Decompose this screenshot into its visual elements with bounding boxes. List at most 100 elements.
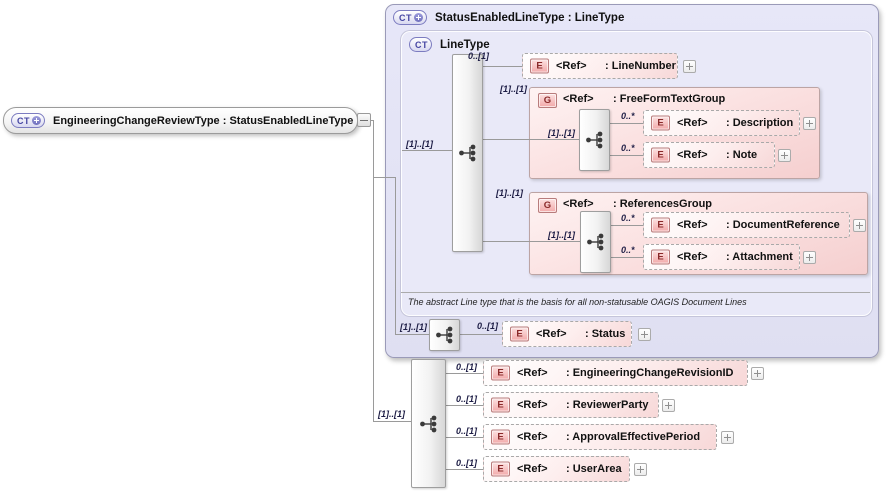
connector-line <box>395 177 396 334</box>
element-icon: E <box>510 326 529 342</box>
connector-line <box>444 405 483 406</box>
cardinality-label: 0..[1] <box>456 458 478 468</box>
element-icon: E <box>491 429 510 445</box>
element-name: : ApprovalEffectivePeriod <box>566 431 701 443</box>
element-name: : UserArea <box>566 463 622 475</box>
group-icon: G <box>538 198 557 213</box>
element-note[interactable]: E <Ref> : Note <box>643 142 775 168</box>
expand-button-engineering-change-revision-id[interactable] <box>751 367 764 380</box>
element-document-reference[interactable]: E <Ref> : DocumentReference <box>643 212 850 238</box>
line-type-label: LineType <box>440 38 490 51</box>
status-enabled-line-type-label: StatusEnabledLineType : LineType <box>435 11 625 24</box>
element-icon: E <box>651 115 670 131</box>
group-ref: <Ref> <box>563 198 594 210</box>
element-approval-effective-period[interactable]: E <Ref> : ApprovalEffectivePeriod <box>483 424 717 450</box>
connector-line <box>444 469 483 470</box>
element-engineering-change-revision-id[interactable]: E <Ref> : EngineeringChangeRevisionID <box>483 360 748 386</box>
element-ref: <Ref> <box>517 431 548 443</box>
connector-line <box>609 257 643 258</box>
cardinality-label: 0..[1] <box>477 321 499 331</box>
connector-line <box>481 139 579 140</box>
cardinality-label: [1]..[1] <box>406 139 433 149</box>
group-name: : ReferencesGroup <box>613 198 713 210</box>
element-name: : DocumentReference <box>726 219 840 231</box>
expand-button-line-number[interactable] <box>683 60 696 73</box>
expand-button-description[interactable] <box>803 117 816 130</box>
element-icon: E <box>651 249 670 265</box>
element-line-number[interactable]: E <Ref> : LineNumber <box>522 53 678 79</box>
cardinality-label: [1]..[1] <box>548 230 575 240</box>
cardinality-label: 0..[1] <box>456 394 478 404</box>
element-icon: E <box>491 461 510 477</box>
expand-button-attachment[interactable] <box>803 251 816 264</box>
cardinality-label: 0..* <box>621 213 635 223</box>
sequence-box-extension[interactable] <box>411 359 446 488</box>
element-ref: <Ref> <box>677 219 708 231</box>
element-reviewer-party[interactable]: E <Ref> : ReviewerParty <box>483 392 659 418</box>
element-name: : LineNumber <box>605 60 676 72</box>
connector-line <box>373 120 374 421</box>
sequence-icon <box>585 131 604 149</box>
expand-button-note[interactable] <box>778 149 791 162</box>
element-ref: <Ref> <box>517 463 548 475</box>
connector-line <box>402 150 452 151</box>
element-name: : Description <box>726 117 794 129</box>
element-name: : Note <box>726 149 758 161</box>
connector-line <box>444 437 483 438</box>
line-type-header[interactable]: CT LineType <box>409 37 490 52</box>
element-ref: <Ref> <box>677 149 708 161</box>
element-ref: <Ref> <box>677 251 708 263</box>
element-ref: <Ref> <box>517 367 548 379</box>
element-icon: E <box>651 217 670 233</box>
expand-button-document-reference[interactable] <box>853 219 866 232</box>
sequence-icon <box>419 414 438 433</box>
element-icon: E <box>491 397 510 413</box>
sequence-icon <box>435 326 454 344</box>
expand-button-approval-effective-period[interactable] <box>721 431 734 444</box>
sequence-box-status[interactable] <box>429 319 460 351</box>
element-icon: E <box>651 147 670 163</box>
sequence-icon <box>586 233 605 251</box>
complex-type-icon: CT <box>11 113 45 128</box>
expand-button-status[interactable] <box>638 328 651 341</box>
plus-circle-icon <box>32 116 41 125</box>
cardinality-label: [1]..[1] <box>500 84 527 94</box>
annotation-separator <box>401 292 870 293</box>
expand-button-reviewer-party[interactable] <box>662 399 675 412</box>
element-ref: <Ref> <box>517 399 548 411</box>
element-user-area[interactable]: E <Ref> : UserArea <box>483 456 630 482</box>
status-enabled-line-type-header[interactable]: CT StatusEnabledLineType : LineType <box>393 10 624 25</box>
root-type-label: EngineeringChangeReviewType : StatusEnab… <box>53 114 354 127</box>
group-name: : FreeFormTextGroup <box>613 93 726 105</box>
cardinality-label: [1]..[1] <box>548 128 575 138</box>
cardinality-label: 0..* <box>621 111 635 121</box>
element-description[interactable]: E <Ref> : Description <box>643 110 800 136</box>
group-icon: G <box>538 93 557 108</box>
cardinality-label: 0..[1] <box>456 362 478 372</box>
sequence-box-references-group[interactable] <box>580 211 611 273</box>
element-ref: <Ref> <box>677 117 708 129</box>
group-ref: <Ref> <box>563 93 594 105</box>
cardinality-label: 0..* <box>621 245 635 255</box>
expand-button-user-area[interactable] <box>634 463 647 476</box>
cardinality-label: [1]..[1] <box>400 322 427 332</box>
connector-line <box>481 241 580 242</box>
connector-line <box>458 334 502 335</box>
sequence-box-line-type[interactable] <box>452 54 483 252</box>
element-ref: <Ref> <box>536 328 567 340</box>
complex-type-engineering-change-review-type[interactable]: CT EngineeringChangeReviewType : StatusE… <box>3 107 358 134</box>
ct-badge-text: CT <box>17 115 30 126</box>
connector-line <box>481 66 522 67</box>
element-name: : Status <box>585 328 626 340</box>
ct-badge-text: CT <box>399 12 412 23</box>
sequence-box-free-form-text-group[interactable] <box>579 109 610 171</box>
element-status[interactable]: E <Ref> : Status <box>502 321 632 347</box>
complex-type-icon: CT <box>409 37 432 52</box>
cardinality-label: 0..[1] <box>456 426 478 436</box>
collapse-button-root[interactable] <box>357 113 371 127</box>
element-attachment[interactable]: E <Ref> : Attachment <box>643 244 800 270</box>
connector-line <box>371 120 374 121</box>
cardinality-label: [1]..[1] <box>496 188 523 198</box>
connector-line <box>373 421 411 422</box>
